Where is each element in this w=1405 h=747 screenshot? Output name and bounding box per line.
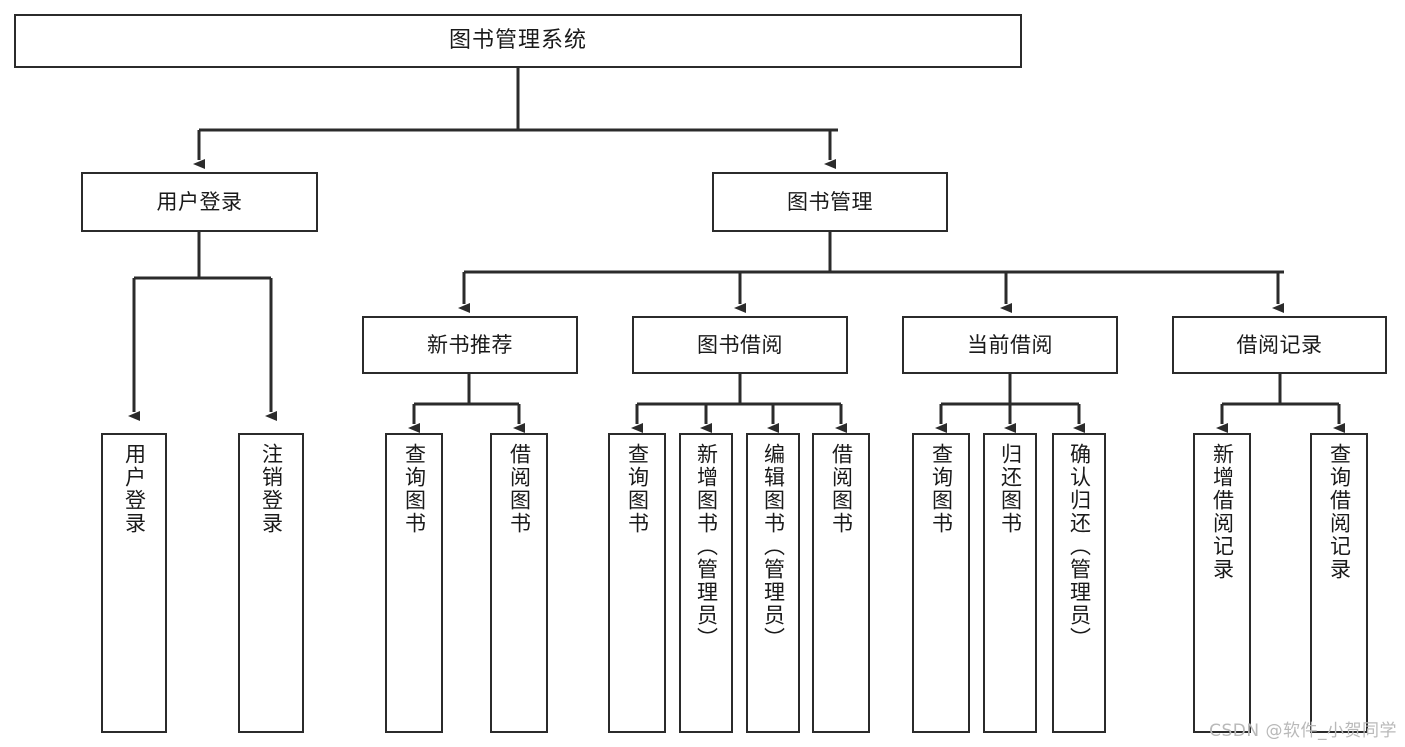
node-user-login[interactable]: 用户登录: [81, 172, 318, 232]
node-leaf-add-book-label: 新增图书（管理员）: [694, 443, 719, 650]
node-leaf-logout-label: 注销登录: [259, 443, 284, 535]
node-leaf-query-borrow-record-label: 查询借阅记录: [1327, 443, 1352, 581]
node-leaf-add-borrow-record-label: 新增借阅记录: [1210, 443, 1235, 581]
node-leaf-borrow-book-nb-label: 借阅图书: [507, 443, 532, 535]
node-book-management[interactable]: 图书管理: [712, 172, 948, 232]
node-leaf-borrow-book-nb[interactable]: 借阅图书: [490, 433, 548, 733]
node-leaf-query-book-bb[interactable]: 查询图书: [608, 433, 666, 733]
node-leaf-user-login[interactable]: 用户登录: [101, 433, 167, 733]
node-leaf-query-book-cb-label: 查询图书: [929, 443, 954, 535]
node-leaf-confirm-return-label: 确认归还（管理员）: [1067, 443, 1092, 650]
node-new-book-recommend-label: 新书推荐: [427, 332, 513, 357]
node-leaf-edit-book[interactable]: 编辑图书（管理员）: [746, 433, 800, 733]
node-current-borrow-label: 当前借阅: [967, 332, 1053, 357]
watermark-text: CSDN @软件_小贺同学: [1209, 721, 1397, 741]
node-book-borrow[interactable]: 图书借阅: [632, 316, 848, 374]
node-root-system[interactable]: 图书管理系统: [14, 14, 1022, 68]
node-borrow-records-label: 借阅记录: [1236, 332, 1323, 357]
node-borrow-records[interactable]: 借阅记录: [1172, 316, 1387, 374]
node-book-management-label: 图书管理: [787, 189, 873, 214]
node-leaf-query-book-nb[interactable]: 查询图书: [385, 433, 443, 733]
node-user-login-label: 用户登录: [156, 189, 243, 214]
node-root-system-label: 图书管理系统: [448, 28, 587, 54]
node-leaf-logout[interactable]: 注销登录: [238, 433, 304, 733]
node-leaf-query-book-cb[interactable]: 查询图书: [912, 433, 970, 733]
node-leaf-add-borrow-record[interactable]: 新增借阅记录: [1193, 433, 1251, 733]
node-leaf-query-borrow-record[interactable]: 查询借阅记录: [1310, 433, 1368, 733]
node-leaf-query-book-nb-label: 查询图书: [402, 443, 427, 535]
node-book-borrow-label: 图书借阅: [697, 332, 783, 357]
node-leaf-borrow-book-bb-label: 借阅图书: [829, 443, 854, 535]
node-new-book-recommend[interactable]: 新书推荐: [362, 316, 578, 374]
node-leaf-edit-book-label: 编辑图书（管理员）: [761, 443, 786, 650]
node-leaf-query-book-bb-label: 查询图书: [625, 443, 650, 535]
node-current-borrow[interactable]: 当前借阅: [902, 316, 1118, 374]
node-leaf-add-book[interactable]: 新增图书（管理员）: [679, 433, 733, 733]
node-leaf-return-book-label: 归还图书: [998, 443, 1023, 535]
node-leaf-confirm-return[interactable]: 确认归还（管理员）: [1052, 433, 1106, 733]
node-leaf-user-login-label: 用户登录: [122, 443, 147, 535]
node-leaf-borrow-book-bb[interactable]: 借阅图书: [812, 433, 870, 733]
node-leaf-return-book[interactable]: 归还图书: [983, 433, 1037, 733]
